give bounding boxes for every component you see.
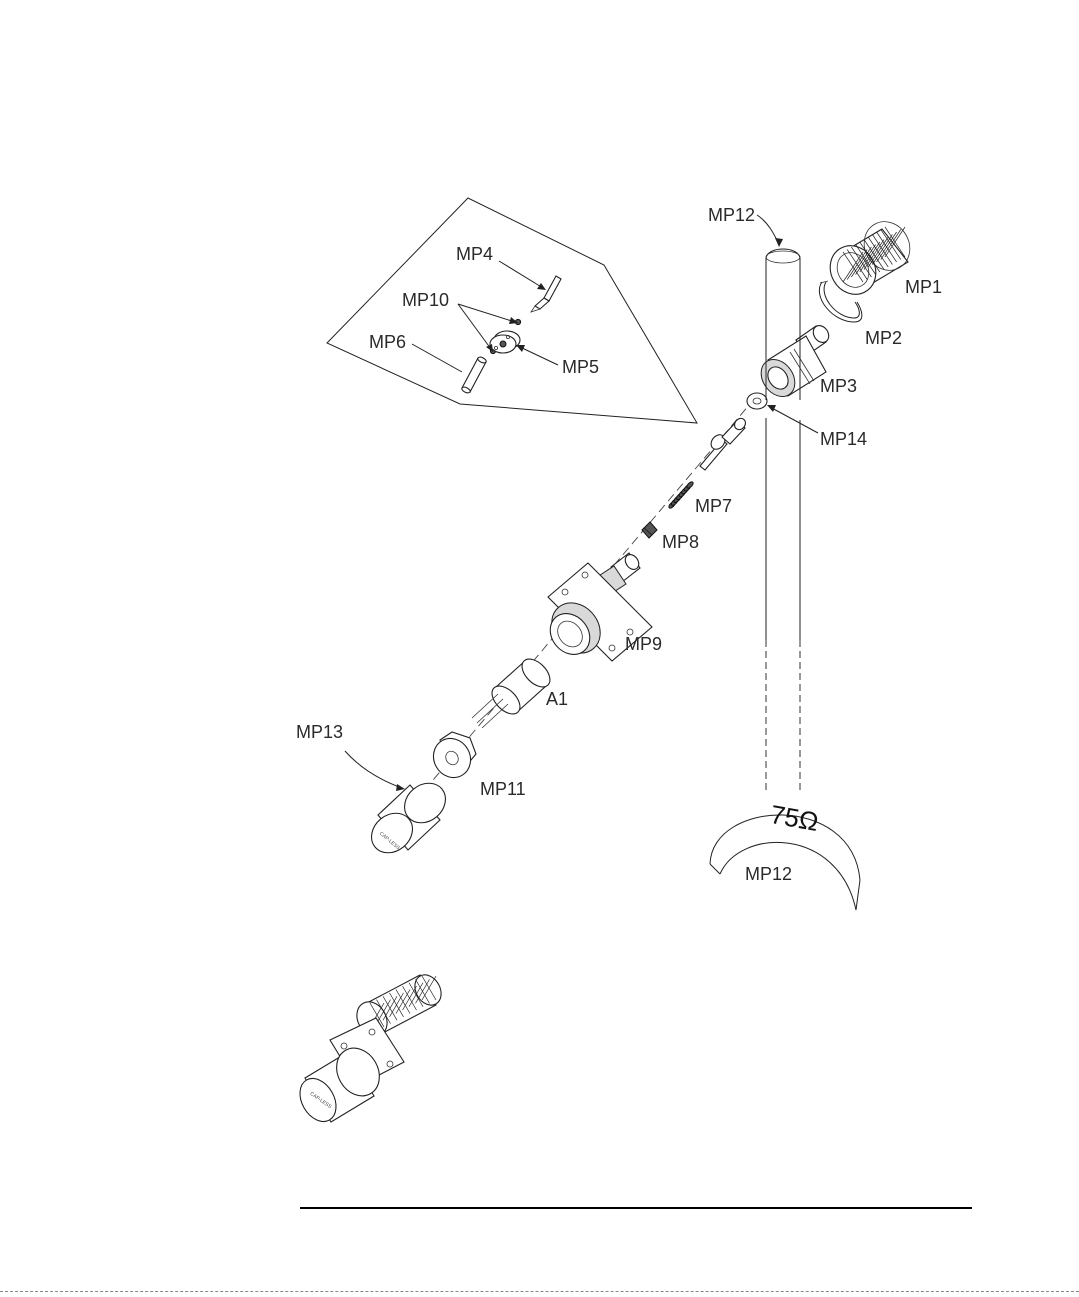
mp12-cable [766, 249, 800, 790]
label-mp6: MP6 [369, 332, 406, 352]
mp4-center-pin [531, 276, 561, 312]
label-mp12-top: MP12 [708, 205, 755, 225]
a1-module [472, 654, 555, 728]
assembled-connector-view: CAP-LESS [293, 970, 447, 1128]
label-mp9: MP9 [625, 634, 662, 654]
label-mp1: MP1 [905, 277, 942, 297]
mp7-spring [668, 481, 694, 509]
label-mp4: MP4 [456, 244, 493, 264]
label-mp12-band: MP12 [745, 864, 792, 884]
label-a1: A1 [546, 689, 568, 709]
mp5-insulator [490, 331, 520, 353]
label-mp13: MP13 [296, 722, 343, 742]
page-footer-rule [300, 1207, 972, 1209]
label-mp10: MP10 [402, 290, 449, 310]
label-mp5: MP5 [562, 357, 599, 377]
page-bottom-edge [0, 1291, 1079, 1292]
mp12-marker-band: 75Ω [710, 799, 860, 910]
label-mp8: MP8 [662, 532, 699, 552]
label-mp3: MP3 [820, 376, 857, 396]
callout-labels: MP12 MP4 MP1 MP10 MP2 MP6 MP5 MP3 MP14 M… [296, 205, 942, 884]
label-mp11: MP11 [480, 779, 526, 799]
label-mp2: MP2 [865, 328, 902, 348]
mp8-small-nut [642, 522, 657, 538]
mp1-knurled-nut [821, 213, 918, 302]
mp14-washer [747, 393, 767, 409]
detail-inset [327, 198, 697, 423]
mp13-cap: CAP-LESS [364, 775, 454, 861]
mp12-band-marking: 75Ω [768, 799, 821, 837]
label-mp7: MP7 [695, 496, 732, 516]
mp6-rod [461, 356, 487, 394]
center-contact [700, 416, 748, 470]
label-mp14: MP14 [820, 429, 867, 449]
mp11-hex-nut [426, 732, 477, 785]
